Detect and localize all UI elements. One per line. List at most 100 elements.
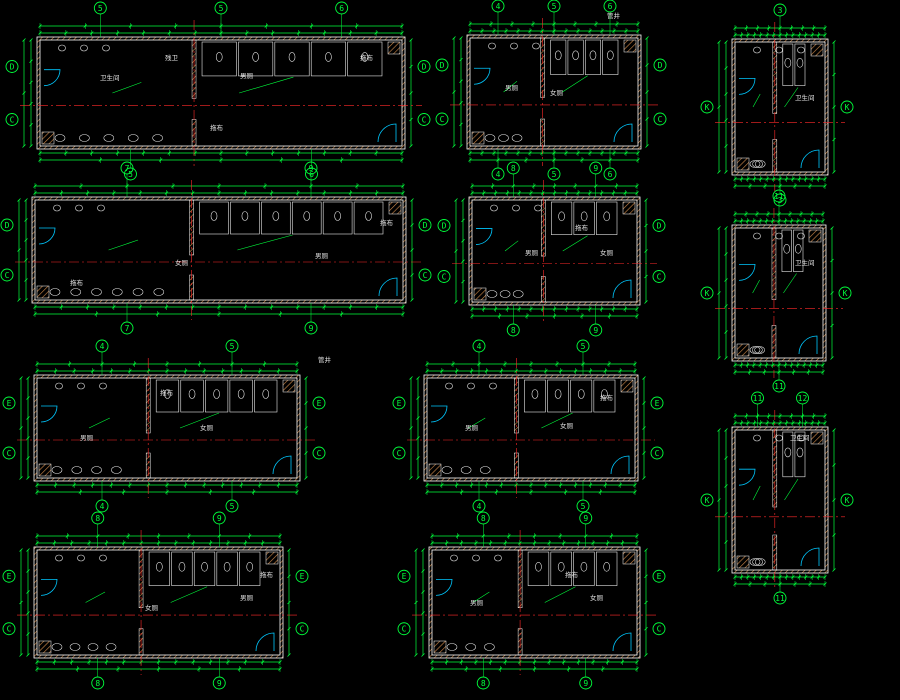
dim-left-outer-tick <box>414 600 418 605</box>
sink-icon <box>484 643 495 651</box>
dim-left-outer-tick <box>409 376 413 380</box>
leader-line <box>752 485 761 501</box>
sink-icon <box>486 290 498 298</box>
axis-bubble-left: C <box>5 271 10 280</box>
axis-bubble-left-circle <box>700 100 714 114</box>
axis-bubble-left: C <box>7 625 12 634</box>
urinal-icon <box>797 46 805 54</box>
sink-icon <box>752 346 763 354</box>
dim-left-tick <box>26 456 30 460</box>
door-swing <box>473 67 491 85</box>
dim-right-tick <box>832 105 836 109</box>
axis-bubble-left-circle <box>0 268 14 282</box>
dim-right-tick <box>409 91 413 95</box>
leader-line <box>88 417 110 429</box>
door-swing <box>613 123 633 143</box>
dim-left-tick <box>459 57 463 62</box>
room-label: 管井 <box>607 11 621 20</box>
axis-bubble-top: 3 <box>778 6 783 15</box>
axis-bubble-right: E <box>655 399 660 408</box>
toilet-stall <box>205 379 229 413</box>
axis-bubble-right: D <box>422 62 427 71</box>
urinal-icon <box>80 44 88 52</box>
axis-bubble-top-circle <box>751 391 764 405</box>
axis-bubble-bottom-circle <box>120 321 134 335</box>
dim-right-tick <box>304 401 308 405</box>
column <box>433 640 447 654</box>
urinal-icon <box>97 204 105 212</box>
door-swing <box>738 264 756 281</box>
toilet-icon <box>607 50 614 61</box>
axis-bubble-top-circle <box>491 0 505 13</box>
partition-wall <box>517 549 523 608</box>
axis-bubble-right: C <box>655 449 660 458</box>
dim-left-tick <box>724 144 728 148</box>
dim-left-outer-tick <box>454 198 458 202</box>
sink-icon <box>111 466 122 474</box>
axis-bubble-right-circle <box>295 622 309 636</box>
axis-bubble-bottom: 9 <box>217 679 222 688</box>
dim-right-tick <box>832 40 836 44</box>
toilet-icon <box>241 211 249 221</box>
dim-left-tick <box>24 238 28 242</box>
axis-bubble-top: 6 <box>608 2 613 11</box>
column <box>388 201 402 215</box>
axis-bubble-top-circle <box>304 161 318 175</box>
axis-bubble-left-circle <box>2 569 16 583</box>
dim-left-tick <box>461 279 465 284</box>
toilet-icon <box>558 211 565 222</box>
urinal-icon <box>53 204 61 212</box>
column <box>428 463 442 477</box>
toilet-icon <box>580 561 588 572</box>
dim-right-tick <box>830 323 834 328</box>
axis-bubble-right: D <box>657 221 662 230</box>
toilet-icon <box>554 389 562 399</box>
axis-bubble-top-circle <box>212 511 226 525</box>
axis-bubble-top: 12 <box>798 394 808 403</box>
axis-bubble-bottom-circle <box>491 167 505 181</box>
dim-left-tick <box>416 436 420 440</box>
toilet-icon <box>156 561 163 572</box>
dim-left-outer-tick <box>19 476 23 480</box>
toilet-stall <box>347 41 383 77</box>
dim-right-tick <box>642 426 646 430</box>
axis-bubble-bottom-circle <box>589 323 603 337</box>
axis-bubble-left: E <box>397 399 402 408</box>
urinal-icon <box>775 232 783 240</box>
axis-bubble-bottom: 5 <box>128 170 133 179</box>
dim-left-tick <box>26 569 30 573</box>
dim-left-tick <box>459 36 463 40</box>
door-swing <box>255 632 275 652</box>
dim-left-tick <box>724 330 728 334</box>
axis-bubble-top: 5 <box>98 4 103 13</box>
toilet-icon <box>237 389 245 399</box>
axis-bubble-top: 6 <box>339 4 344 13</box>
axis-bubble-right-circle <box>418 218 432 232</box>
dim-right-tick <box>644 223 648 228</box>
dim-left-tick <box>26 436 30 440</box>
axis-bubble-right-circle <box>295 569 309 583</box>
room-label: 拖布 <box>360 53 374 62</box>
urinal-icon <box>797 434 805 442</box>
toilet-icon <box>361 52 369 62</box>
axis-bubble-left-circle <box>397 622 411 636</box>
dim-right-tick <box>644 548 648 552</box>
axis-bubble-bottom: 9 <box>309 324 314 333</box>
dim-left-tick <box>416 376 420 380</box>
axis-bubble-top-circle <box>95 339 109 353</box>
sink-icon <box>498 134 509 142</box>
toilet-icon <box>188 389 196 399</box>
urinal-icon <box>512 204 520 212</box>
sink-icon <box>87 643 99 651</box>
dim-left-outer-tick <box>22 91 26 95</box>
sink-icon <box>51 643 63 651</box>
toilet-icon <box>796 447 804 458</box>
leader-line <box>170 586 208 603</box>
toilet-icon <box>554 50 562 61</box>
axis-bubble-right: C <box>657 272 662 281</box>
column <box>265 551 279 565</box>
dim-left-tick <box>421 611 425 615</box>
axis-bubble-right-circle <box>417 60 431 73</box>
leader-line <box>541 412 573 429</box>
